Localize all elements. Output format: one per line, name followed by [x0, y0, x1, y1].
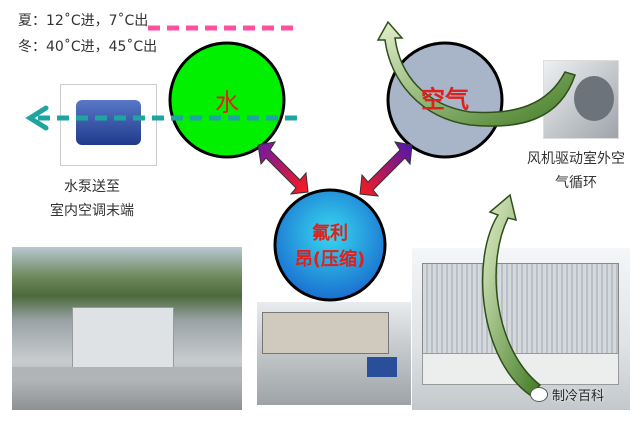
- wechat-icon: [530, 387, 548, 402]
- fan-label-line1: 风机驱动室外空: [527, 151, 625, 167]
- freon-circle: [273, 188, 387, 302]
- water-circle: [168, 41, 286, 159]
- water-label: 水: [215, 88, 239, 117]
- freon-label-line2: 昂(压缩): [294, 249, 366, 270]
- winter-condition: 冬：40˚C进，45˚C出: [18, 39, 158, 55]
- air-freon-double-arrow: [359, 141, 413, 197]
- fan-label-line2: 气循环: [555, 175, 597, 191]
- pump-label-line2: 室内空调末端: [50, 203, 134, 219]
- air-flow-arrow: [376, 20, 576, 127]
- air-circle: [386, 41, 504, 159]
- watermark-text: 制冷百科: [552, 389, 605, 404]
- arrow-left-icon: [25, 105, 49, 131]
- chiller-airflow-arrow: [481, 193, 542, 396]
- freon-label-line1: 氟利: [312, 223, 348, 244]
- air-cooled-chiller-photo: [412, 248, 630, 410]
- rooftop-units-photo: [12, 247, 242, 410]
- summer-condition: 夏：12˚C进，7˚C出: [18, 13, 149, 29]
- chiller-roof-photo: [257, 302, 411, 405]
- water-freon-double-arrow: [257, 141, 309, 195]
- pump-label-line1: 水泵送至: [64, 179, 120, 195]
- water-pump-image: [60, 84, 157, 166]
- watermark: 制冷百科: [530, 385, 604, 404]
- air-label: 空气: [421, 85, 469, 114]
